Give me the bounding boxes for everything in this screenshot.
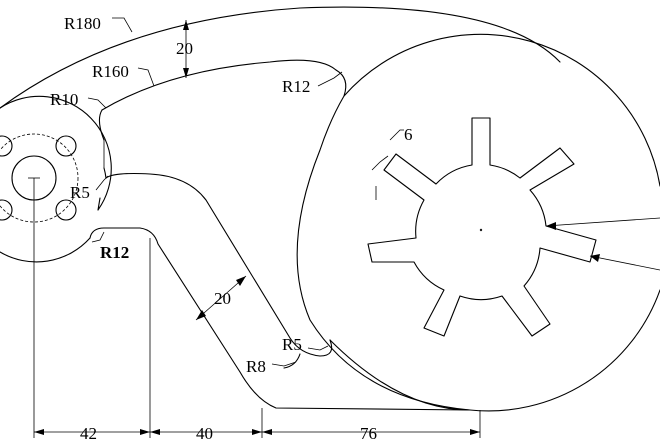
arm-lower-edge	[89, 227, 471, 411]
center-line-1	[545, 217, 660, 227]
fillet-r12-top	[335, 69, 347, 97]
big-wheel	[296, 33, 660, 412]
label-r5-left: R5	[70, 183, 90, 202]
arm-upper-edge	[105, 172, 321, 357]
bolt-hole-left-lower	[0, 199, 13, 221]
arrow-20-top-b	[183, 68, 189, 78]
bolt-hole-lower	[55, 199, 77, 221]
label-r12-top: R12	[282, 77, 310, 96]
leader-arrow-1	[546, 222, 556, 230]
label-r180: R180	[64, 14, 101, 33]
label-76: 76	[360, 424, 377, 440]
arrow-40-l	[150, 429, 160, 435]
label-r160: R160	[92, 62, 129, 81]
arc-r180	[0, 6, 561, 109]
fillet-r5-bottom	[319, 339, 333, 357]
label-40: 40	[196, 424, 213, 440]
arm-slot	[89, 140, 471, 411]
outer-arcs	[0, 6, 561, 141]
wheel-center	[479, 228, 483, 232]
dim-20-mid	[195, 275, 247, 321]
wheel-lower-curve	[329, 339, 471, 411]
wheel-outline	[296, 33, 660, 412]
label-r5-bot: R5	[282, 335, 302, 354]
leader-r5-left	[95, 175, 109, 191]
fillet-r10	[98, 109, 105, 141]
arrow-20-mid-a	[196, 310, 206, 320]
arrow-20-mid-b	[236, 276, 246, 286]
label-r12-left: R12	[100, 243, 129, 262]
leader-r180	[112, 17, 133, 33]
leader-r8	[271, 361, 297, 367]
arrow-40-r	[252, 429, 262, 435]
leader-r160	[137, 67, 155, 87]
arrow-76-r	[470, 429, 480, 435]
slotted-hub	[367, 117, 597, 337]
bolt-hole-upper	[55, 135, 77, 157]
labels: R180 20 R160 R12 R10 R5 R12 6 20 R5 R8 4…	[50, 14, 413, 440]
leader-r12-top	[317, 71, 343, 87]
label-20-mid: 20	[214, 289, 231, 308]
leader-arrow-2	[590, 254, 600, 262]
arrow-42-l	[34, 429, 44, 435]
arc-r160	[101, 59, 337, 111]
leader-r12-left	[91, 231, 105, 243]
dimensions	[33, 17, 481, 438]
center-line-2	[589, 255, 660, 271]
left-hub	[0, 95, 112, 263]
leader-76-tick	[371, 155, 389, 171]
label-6: 6	[404, 125, 413, 144]
leader-r10	[87, 97, 107, 109]
label-42: 42	[80, 424, 97, 440]
leader-6	[389, 129, 404, 141]
label-20-top: 20	[176, 39, 193, 58]
fillet-r8	[283, 353, 301, 369]
arrow-20-top-a	[183, 20, 189, 30]
label-r8: R8	[246, 357, 266, 376]
bolt-hole-left-upper	[0, 135, 13, 157]
arrow-76-l	[262, 429, 272, 435]
arrow-42-r	[140, 429, 150, 435]
leader-r5-bot	[307, 345, 329, 351]
bolt-circle	[0, 133, 79, 223]
label-r10: R10	[50, 90, 78, 109]
